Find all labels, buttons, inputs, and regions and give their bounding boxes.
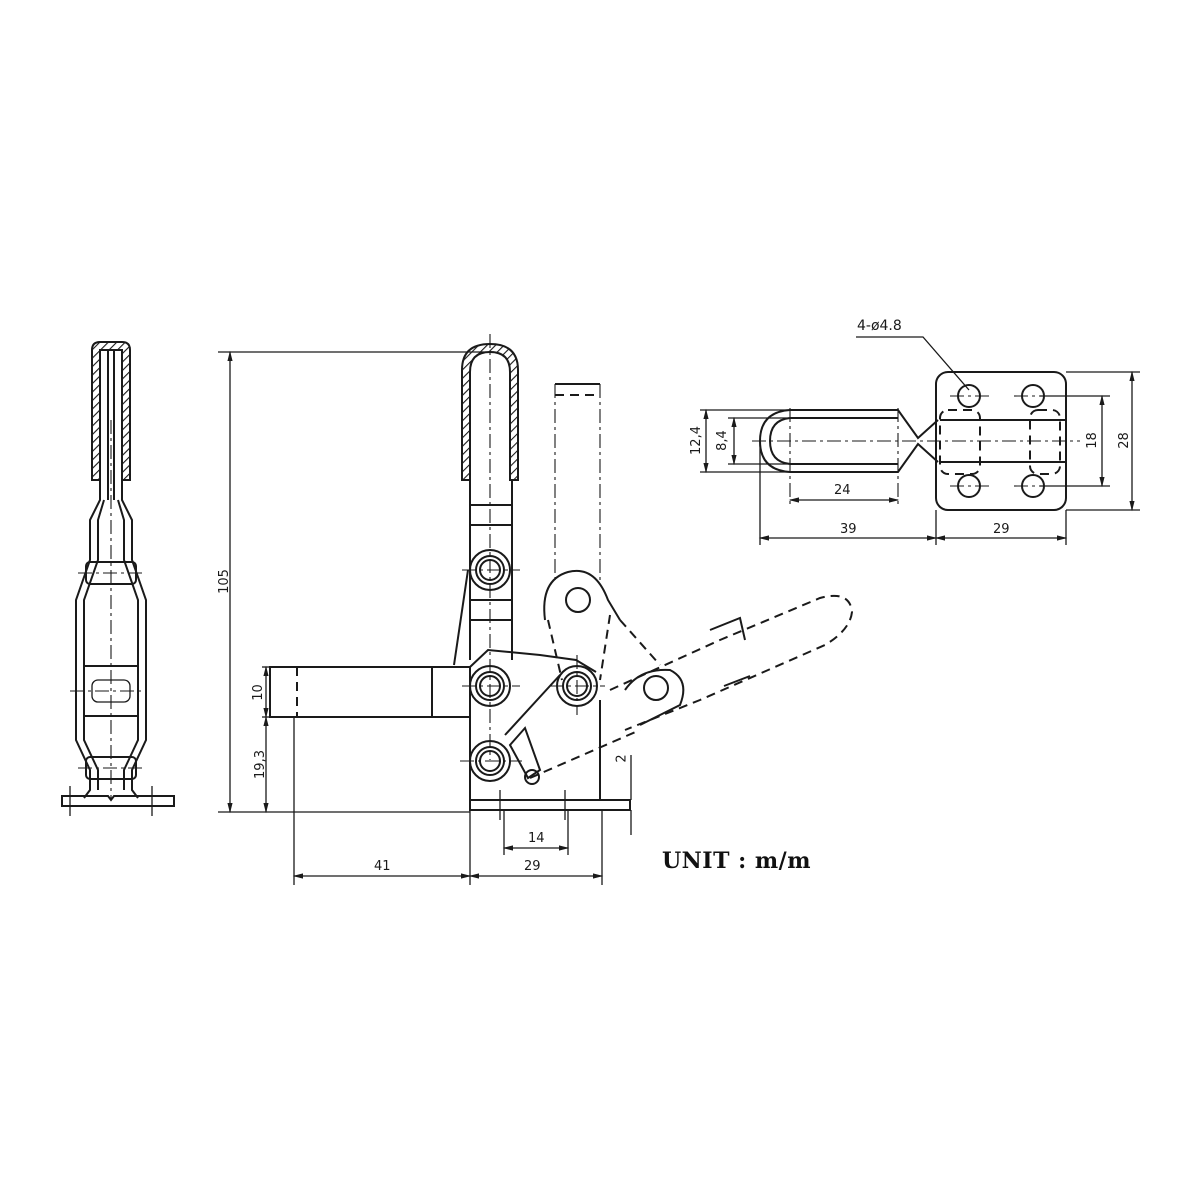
front-view [269, 334, 854, 820]
dim-mounting-holes: 4-ø4.8 [857, 318, 902, 334]
dim-base-width: 28 [1116, 432, 1132, 449]
unit-label: UNIT : m/m [662, 848, 811, 874]
top-dimensions [700, 370, 1140, 545]
dim-hole-spacing: 18 [1084, 432, 1100, 449]
dim-arm-height: 19,3 [252, 750, 268, 779]
dim-top-arm-length: 39 [840, 522, 857, 537]
top-view [752, 336, 1080, 511]
dim-base-length: 29 [524, 859, 541, 874]
dim-top-base-length: 29 [993, 522, 1010, 537]
dim-arm-slot-width: 8,4 [714, 430, 730, 451]
dim-arm-thickness: 10 [250, 684, 266, 701]
dim-slot-length: 24 [834, 483, 851, 498]
dim-arm-outer-width: 12,4 [688, 426, 704, 455]
dim-arm-reach: 41 [374, 859, 391, 874]
dim-overall-height: 105 [216, 569, 232, 594]
side-view [61, 341, 175, 816]
dim-base-plate-thickness: 2 [614, 754, 630, 763]
dim-base-hole-spacing: 14 [528, 831, 545, 846]
front-dimensions [218, 350, 632, 885]
